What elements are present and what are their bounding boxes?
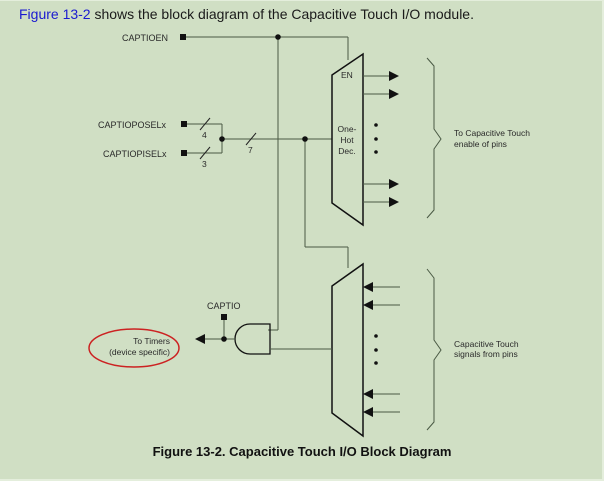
figure-caption: Figure 13-2. Capacitive Touch I/O Block …	[152, 444, 452, 459]
captio-pin	[221, 314, 227, 320]
ellipsis-dots	[374, 123, 378, 154]
decoder-name-1: One-	[338, 124, 357, 134]
signals-brace	[426, 268, 442, 431]
decoder-en-label: EN	[341, 70, 353, 80]
posel-width: 4	[202, 130, 207, 140]
enable-annotation-1: To Capacitive Touch	[454, 128, 530, 138]
decoder-name-2: Hot	[340, 135, 354, 145]
timers-annotation-2: (device specific)	[109, 347, 170, 357]
highlight-ellipse	[88, 328, 180, 368]
junction-dot	[221, 336, 227, 342]
intro-text: shows the block diagram of the Capacitiv…	[90, 6, 474, 22]
select-bus-wires	[187, 123, 349, 268]
captio-label: CAPTIO	[207, 301, 241, 311]
one-hot-decoder	[331, 52, 364, 227]
intro-paragraph: Figure 13-2 shows the block diagram of t…	[19, 6, 474, 22]
combined-width: 7	[248, 145, 253, 155]
captioen-wire	[186, 36, 349, 331]
enable-annotation-2: enable of pins	[454, 139, 507, 149]
and-gate	[234, 323, 271, 355]
figure-link[interactable]: Figure 13-2	[19, 6, 91, 22]
signals-annotation-2: signals from pins	[454, 349, 518, 359]
junction-dot	[219, 136, 225, 142]
ellipsis-dots	[374, 334, 378, 365]
input-mux	[331, 262, 364, 438]
signals-annotation-1: Capacitive Touch	[454, 339, 519, 349]
captioen-label: CAPTIOEN	[122, 33, 168, 43]
timers-annotation-1: To Timers	[133, 336, 170, 346]
captioposel-pin	[181, 121, 187, 127]
enable-brace	[426, 57, 442, 219]
junction-dot	[275, 34, 281, 40]
captioen-pin	[180, 34, 186, 40]
captiopisel-label: CAPTIOPISELx	[103, 149, 167, 159]
mux-inputs	[363, 282, 400, 417]
decoder-outputs	[363, 71, 399, 207]
junction-dot	[302, 136, 308, 142]
captiopisel-pin	[181, 150, 187, 156]
pisel-width: 3	[202, 159, 207, 169]
captioposel-label: CAPTIOPOSELx	[98, 120, 167, 130]
decoder-name-3: Dec.	[338, 146, 355, 156]
bus-slashes	[199, 117, 257, 160]
